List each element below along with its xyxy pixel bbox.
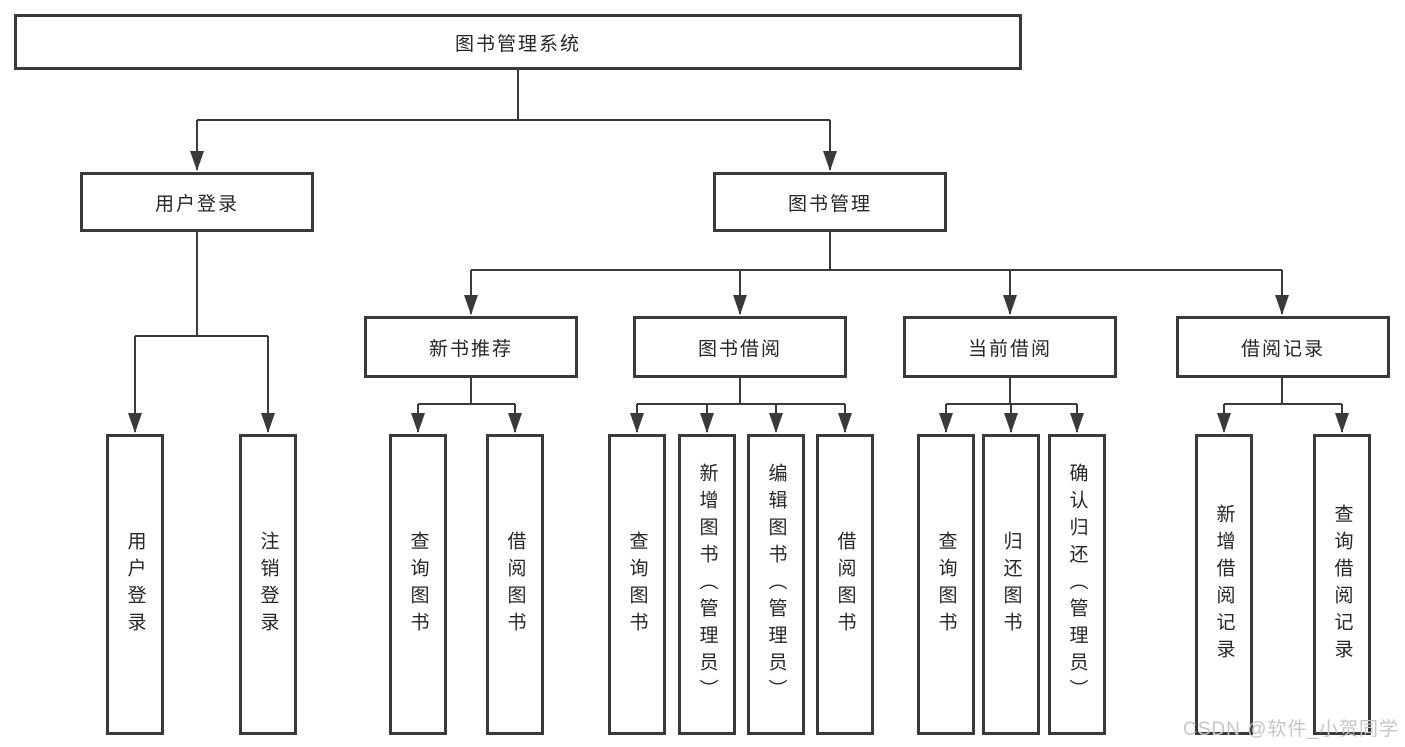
leaf-add-book-admin: 新增图书（管理员） <box>678 434 736 735</box>
leaf-borrow-books-recommend: 借阅图书 <box>486 434 544 735</box>
csdn-watermark: CSDN @软件_小贺同学 <box>1183 719 1399 740</box>
leaf-user-login: 用户登录 <box>106 434 164 735</box>
leaf-query-borrow-record: 查询借阅记录 <box>1313 434 1371 735</box>
leaf-edit-book-admin: 编辑图书（管理员） <box>747 434 805 735</box>
leaf-add-borrow-record: 新增借阅记录 <box>1195 434 1253 735</box>
leaf-query-books-recommend: 查询图书 <box>389 434 447 735</box>
node-book-borrowing: 图书借阅 <box>633 316 847 378</box>
leaf-logout: 注销登录 <box>239 434 297 735</box>
node-book-management: 图书管理 <box>713 172 947 232</box>
leaf-confirm-return-admin: 确认归还（管理员） <box>1048 434 1106 735</box>
leaf-query-books-current: 查询图书 <box>917 434 975 735</box>
node-library-management-system: 图书管理系统 <box>14 14 1022 70</box>
leaf-return-book: 归还图书 <box>982 434 1040 735</box>
node-user-login: 用户登录 <box>80 172 314 232</box>
node-new-book-recommendation: 新书推荐 <box>364 316 578 378</box>
leaf-borrow-books-borrowing: 借阅图书 <box>816 434 874 735</box>
leaf-query-books-borrowing: 查询图书 <box>608 434 666 735</box>
node-borrowing-records: 借阅记录 <box>1176 316 1390 378</box>
node-current-borrowing: 当前借阅 <box>903 316 1117 378</box>
